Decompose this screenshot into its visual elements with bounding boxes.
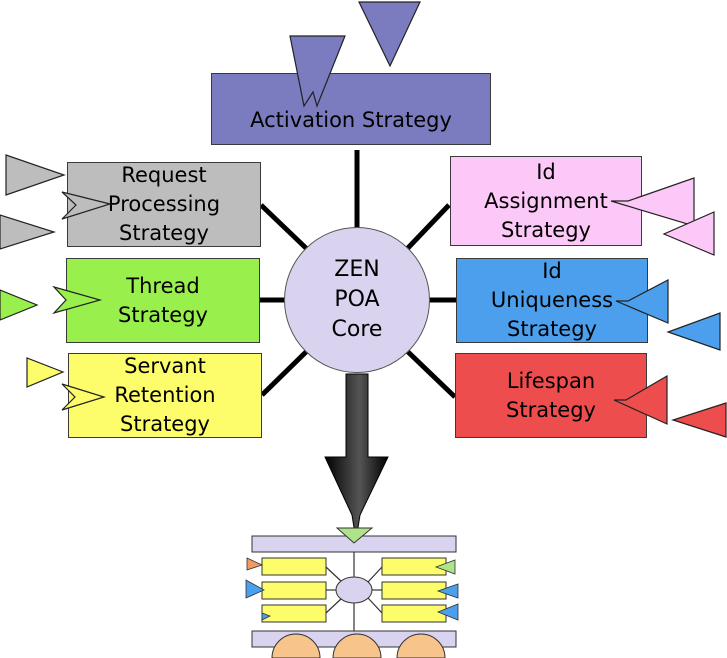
mini-box — [381, 604, 447, 623]
lifespan-strategy-label: Lifespan Strategy — [506, 368, 596, 422]
activation-plug-socket — [289, 35, 346, 108]
request-plug-detached-bottom — [0, 214, 56, 250]
request-processing-strategy-label: Request Processing Strategy — [107, 163, 221, 245]
mini-spoke — [325, 566, 343, 583]
thread-plug-detached — [0, 289, 39, 321]
mini-box — [381, 581, 447, 600]
mini-plug — [246, 557, 264, 571]
servant-retention-strategy-label: Servant Retention Strategy — [114, 354, 216, 436]
lifespan-strategy-box: Lifespan Strategy — [455, 353, 647, 438]
mini-plug — [436, 583, 459, 599]
mini-plug — [245, 579, 265, 599]
mini-half-circle-left — [271, 633, 321, 658]
id-assignment-plug-socket — [610, 177, 695, 227]
request-processing-strategy-box: Request Processing Strategy — [67, 162, 261, 247]
lifespan-plug-socket — [613, 374, 668, 425]
spoke-lifespan — [404, 348, 457, 399]
mini-box — [261, 581, 327, 600]
spokes — [259, 150, 457, 399]
mini-plug — [434, 559, 456, 575]
mini-plug — [261, 612, 271, 621]
mini-plug — [436, 603, 459, 621]
mini-half-circle-right — [396, 633, 446, 658]
id-assignment-plug-detached — [662, 211, 715, 256]
servant-plug-detached — [26, 357, 65, 388]
mini-poa-assembly — [245, 527, 459, 658]
spoke-id-assignment — [404, 203, 451, 252]
thread-strategy-label: Thread Strategy — [118, 273, 208, 327]
mini-core — [335, 576, 373, 604]
mini-spoke — [325, 597, 343, 614]
lifespan-plug-detached — [671, 402, 727, 438]
activation-strategy-box: Activation Strategy — [211, 73, 491, 145]
request-plug-detached-top — [5, 154, 66, 196]
id-uniqueness-strategy-label: Id Uniqueness Strategy — [490, 259, 614, 341]
activation-plug-detached — [358, 1, 421, 68]
thread-plug-socket — [52, 285, 103, 315]
servant-plug-socket — [61, 383, 107, 411]
activation-strategy-label: Activation Strategy — [250, 108, 452, 132]
id-assignment-strategy-box: Id Assignment Strategy — [450, 156, 642, 246]
id-uniqueness-plug-socket — [615, 279, 669, 324]
zen-poa-core: ZEN POA Core — [284, 227, 430, 373]
mini-spoke — [367, 597, 383, 614]
mini-top-arrow — [335, 527, 374, 544]
id-assignment-strategy-label: Id Assignment Strategy — [484, 159, 608, 242]
mini-box — [261, 557, 327, 576]
zen-poa-core-label: ZEN POA Core — [331, 257, 383, 342]
id-uniqueness-plug-detached — [666, 312, 721, 351]
spoke-servant-retention — [260, 348, 310, 397]
mini-box — [261, 604, 327, 623]
mini-half-circle-middle — [332, 633, 382, 658]
request-plug-socket — [61, 191, 113, 220]
spoke-request-processing — [259, 203, 310, 252]
mini-spoke — [367, 566, 383, 583]
